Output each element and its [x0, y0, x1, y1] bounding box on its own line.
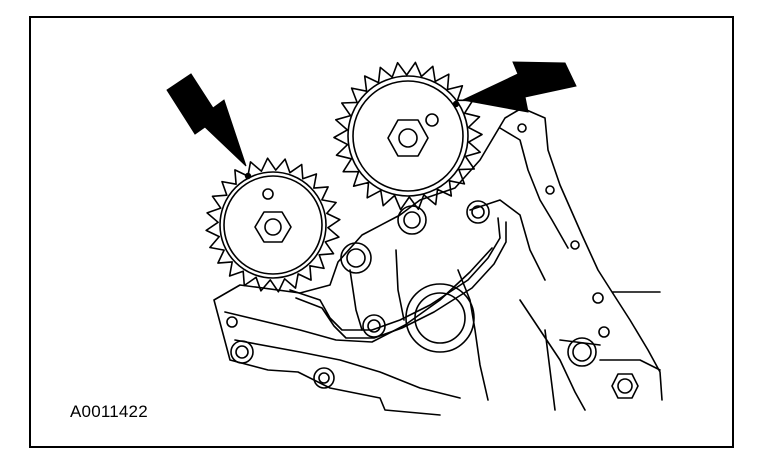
- left-camshaft-sprocket: [205, 157, 341, 293]
- left-timing-mark: [244, 172, 252, 180]
- block-inner-lines: [224, 127, 661, 411]
- hex-bolt-lower-right: [611, 373, 639, 399]
- left-sprocket-hole: [262, 188, 274, 200]
- camshaft-bore: [405, 283, 475, 353]
- right-timing-mark: [452, 100, 460, 108]
- right-sprocket-teeth: [333, 61, 483, 211]
- engine-block-outline: [213, 107, 663, 416]
- indicator-arrow-right-icon: [461, 61, 577, 113]
- right-sprocket-nut: [387, 119, 429, 157]
- right-camshaft-sprocket: [333, 61, 483, 211]
- left-sprocket-teeth: [205, 157, 341, 293]
- figure-id-label: A0011422: [70, 402, 148, 421]
- indicator-arrow-left-icon: [166, 73, 247, 167]
- left-sprocket-nut: [254, 211, 292, 243]
- block-bolt-bosses: [226, 123, 610, 389]
- right-sprocket-hole: [425, 113, 439, 127]
- oil-tube: [289, 217, 507, 339]
